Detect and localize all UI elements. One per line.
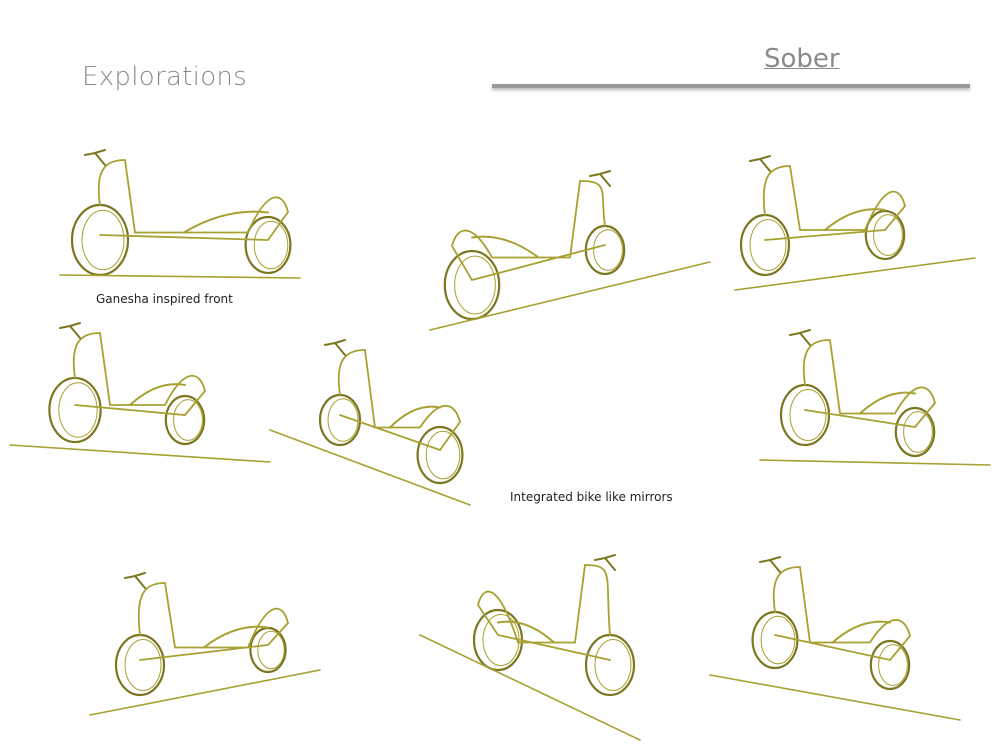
- rear-wheel: [869, 639, 911, 691]
- seat: [203, 625, 269, 649]
- ground-line: [734, 257, 976, 291]
- wheel-rim: [58, 382, 98, 438]
- rear-wheel: [164, 394, 206, 446]
- slide-title: Explorations: [82, 62, 248, 92]
- rear-wheel: [864, 209, 906, 261]
- wheel-rim: [594, 639, 632, 691]
- scooter-sketch-3: [734, 155, 976, 291]
- ground-line: [759, 459, 991, 466]
- ground-line: [269, 429, 471, 506]
- seat: [497, 620, 555, 644]
- wheel-rim: [749, 219, 787, 271]
- front-wheel: [114, 633, 166, 697]
- front-wheel: [584, 224, 626, 276]
- wheel-rim: [873, 214, 903, 256]
- scooter-body: [337, 349, 461, 452]
- wheel-rim: [173, 399, 203, 441]
- ground-line: [419, 634, 641, 741]
- scooter-sketch-2: [429, 170, 711, 331]
- rear-wheel: [416, 425, 464, 485]
- scooter-body: [137, 582, 289, 661]
- wheel-rim: [327, 398, 359, 442]
- scooter-sketch-9: [709, 556, 961, 721]
- section-heading-sober: Sober: [764, 44, 840, 74]
- handlebar: [589, 170, 611, 187]
- ground-line: [709, 674, 961, 721]
- handlebar: [759, 556, 781, 573]
- scooter-body: [802, 339, 936, 428]
- rear-wheel: [894, 406, 936, 458]
- section-divider: [492, 84, 970, 88]
- ground-line: [9, 444, 271, 463]
- wheel-rim: [789, 389, 827, 441]
- scooter-body: [772, 566, 911, 661]
- seat: [831, 620, 891, 644]
- wheel-rim: [253, 220, 289, 270]
- handlebar: [324, 339, 346, 356]
- front-wheel: [739, 213, 791, 277]
- handlebar: [124, 572, 146, 589]
- handlebar: [59, 322, 81, 339]
- front-wheel: [751, 610, 799, 670]
- rear-wheel: [443, 249, 501, 321]
- scooter-sketch-4: [9, 322, 271, 463]
- scooter-body: [72, 332, 206, 416]
- handlebar: [789, 329, 811, 346]
- caption-mirrors: Integrated bike like mirrors: [510, 490, 673, 504]
- front-wheel: [70, 203, 130, 277]
- scooter-body: [762, 165, 906, 241]
- front-wheel: [584, 633, 636, 697]
- scooter-body: [451, 180, 606, 282]
- front-wheel: [779, 383, 831, 447]
- wheel-rim: [425, 430, 461, 480]
- front-wheel: [48, 376, 102, 444]
- wheel-rim: [760, 615, 796, 665]
- rear-wheel: [249, 626, 287, 674]
- wheel-rim: [593, 229, 623, 271]
- scooter-sketch-1: [59, 149, 301, 279]
- scooter-sketch-8: [419, 554, 641, 741]
- seat: [824, 208, 886, 231]
- handlebar: [749, 155, 771, 172]
- seat: [183, 210, 269, 234]
- handlebar: [84, 149, 106, 166]
- handlebar: [594, 554, 616, 571]
- wheel-rim: [878, 644, 908, 686]
- wheel-rim: [903, 411, 933, 453]
- wheel-rim: [454, 255, 496, 315]
- scooter-sketch-7: [89, 572, 321, 716]
- caption-ganesha: Ganesha inspired front: [96, 292, 233, 306]
- ground-line: [429, 261, 711, 331]
- seat: [471, 235, 540, 259]
- wheel-rim: [81, 209, 125, 271]
- seat: [129, 383, 186, 406]
- scooter-body: [477, 564, 611, 661]
- ground-line: [89, 669, 321, 716]
- scooter-sketch-5: [269, 339, 471, 506]
- seat: [859, 391, 916, 415]
- seat: [389, 405, 441, 429]
- rear-wheel: [244, 215, 292, 275]
- rear-wheel: [472, 608, 524, 672]
- wheel-rim: [124, 639, 162, 691]
- scooter-sketch-6: [759, 329, 991, 466]
- scooter-body: [97, 159, 289, 241]
- ground-line: [59, 274, 301, 279]
- wheel-rim: [257, 630, 285, 670]
